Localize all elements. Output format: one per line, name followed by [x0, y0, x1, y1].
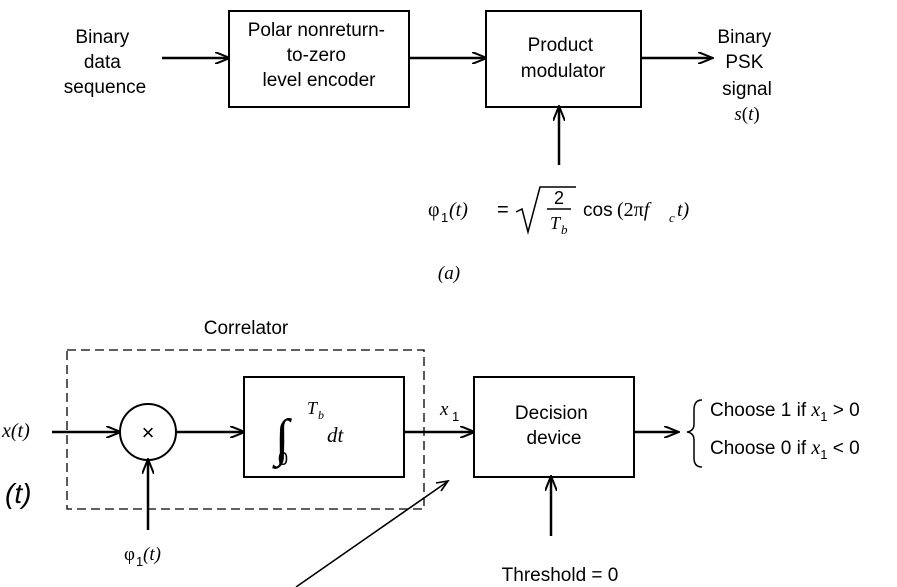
multiply-icon: × [142, 420, 155, 445]
fc-subscript: c [669, 210, 675, 225]
encoder-label: Polar nonreturn- to-zero level encoder [248, 20, 391, 91]
decision-rule-1: Choose 1 if x1 > 0 [710, 399, 860, 424]
annotation-pointer-line [295, 481, 448, 587]
decision-device-label: Decision device [515, 403, 593, 449]
binary-psk-signal-label: Binary PSK signal [717, 27, 776, 100]
decision-brace [686, 399, 703, 468]
input-signal-label: x(t) [1, 420, 30, 442]
cos-argument: (2πf [617, 199, 652, 221]
product-modulator-box [485, 10, 642, 108]
cos-argument-close: t) [677, 199, 690, 221]
phi-input-argument: (t) [143, 544, 161, 565]
stray-t-label: (t) [5, 478, 31, 509]
phi-argument: (t) [449, 199, 468, 221]
fraction-denominator-subscript: b [561, 222, 568, 237]
integrator-box [243, 376, 405, 478]
fraction-numerator: 2 [554, 188, 564, 208]
receiver-diagram: Correlator x(t) × φ 1 (t) ∫ T b 0 dt x 1… [1, 318, 860, 587]
equals-sign: = [497, 199, 509, 221]
phi-symbol: φ [428, 199, 440, 221]
annotation-pointer-head [435, 479, 450, 492]
correlator-label: Correlator [204, 318, 289, 339]
integral-upper-limit: T [307, 398, 319, 418]
integral-lower-limit: 0 [278, 449, 288, 469]
binary-data-sequence-label: Binary data sequence [64, 27, 146, 98]
output-signal-symbol: s(t) [734, 104, 759, 125]
correlator-output-subscript: 1 [452, 409, 459, 424]
phi-input-label: φ [124, 544, 135, 565]
threshold-label: Threshold = 0 [502, 565, 619, 586]
caption-a: (a) [438, 263, 460, 284]
cos-function: cos [583, 200, 613, 221]
decision-rule-0: Choose 0 if x1 < 0 [710, 437, 860, 462]
decision-device-box [473, 376, 635, 478]
correlator-boundary [66, 349, 425, 510]
transmitter-diagram: Binary data sequence Polar nonreturn- to… [64, 10, 776, 284]
correlator-output-label: x [439, 399, 449, 420]
integral-dt: dt [327, 423, 345, 447]
sqrt-sign [515, 186, 576, 235]
phi-input-subscript: 1 [136, 554, 143, 569]
integral-upper-limit-subscript: b [318, 408, 324, 422]
carrier-equation: φ 1 (t) = 2 T b cos (2πf c t) [428, 186, 690, 237]
phi-subscript: 1 [441, 210, 448, 225]
modulator-label: Product modulator [521, 35, 606, 82]
fraction-denominator: T [550, 213, 562, 233]
integral-sign: ∫ [272, 410, 292, 469]
